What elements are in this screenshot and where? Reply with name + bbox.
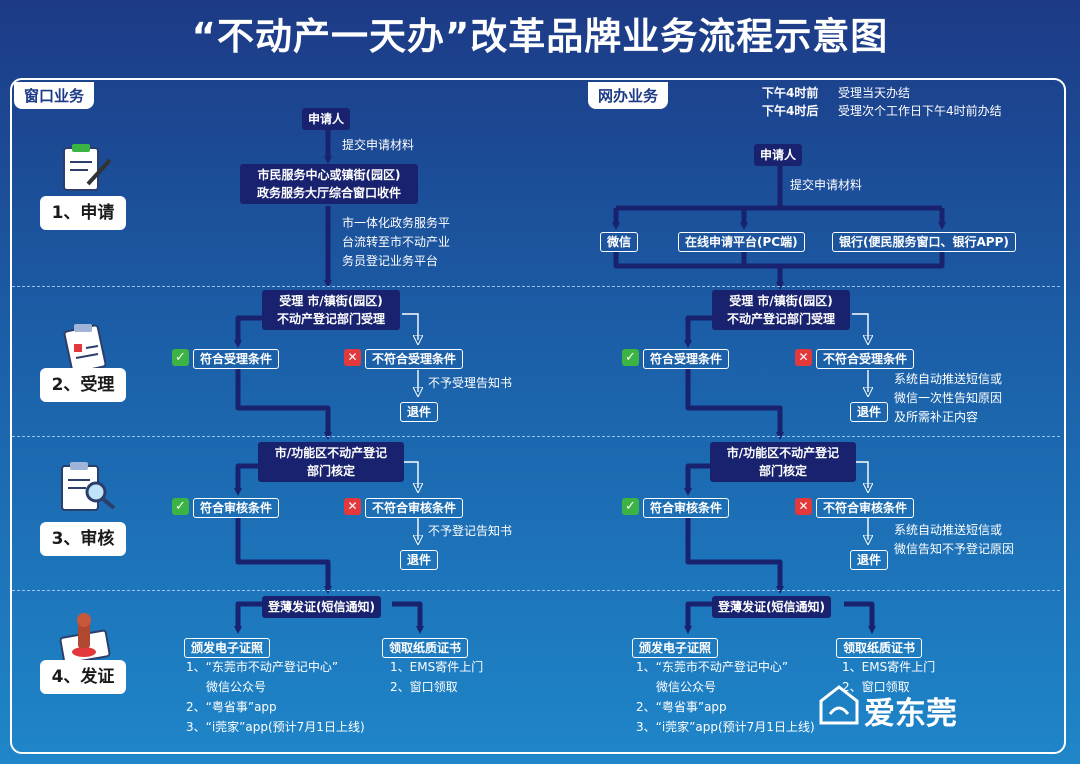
- window-no-accept-note: 不予受理告知书: [428, 376, 513, 390]
- online-arrow-ok-issue: [685, 518, 784, 594]
- online-arrow-accept-ok: [684, 315, 718, 348]
- window-center-box: 市民服务中心或镇街(园区) 政务服务大厅综合窗口收件: [240, 164, 418, 204]
- check-icon: ✓: [622, 498, 639, 515]
- online-channel-wechat: 微信: [600, 232, 639, 252]
- cross-icon: ✕: [795, 498, 812, 515]
- online-ecert-item-3: 2、“粤省事”app: [636, 700, 727, 714]
- online-ecert-item-2: 微信公众号: [656, 680, 717, 694]
- window-no-accept: 不符合受理条件: [365, 349, 464, 369]
- window-outline-arrow-reject1: [402, 313, 418, 340]
- window-paper-item-1: 1、EMS寄件上门: [390, 660, 484, 674]
- online-submit-text: 提交申请材料: [790, 178, 863, 192]
- online-issue-box: 登薄发证(短信通知): [712, 596, 831, 618]
- cross-icon: ✕: [795, 349, 812, 366]
- window-return-1: 退件: [400, 402, 439, 422]
- window-arrow-issue-ecert: [234, 601, 266, 634]
- online-channel-pc: 在线申请平台(PC端): [678, 232, 805, 252]
- check-icon: ✓: [172, 349, 189, 366]
- content-panel: [10, 78, 1066, 754]
- divider-2: [12, 436, 1060, 437]
- cross-icon: ✕: [344, 349, 361, 366]
- online-outline-arrow-reject1: [852, 313, 868, 340]
- window-ecert-item-4: 3、“i莞家”app(预计7月1日上线): [186, 720, 365, 734]
- step-accept: 2、受理: [40, 368, 126, 402]
- aidongguan-logo: 爱东莞: [864, 696, 957, 732]
- window-paper-box: 领取纸质证书: [382, 638, 469, 658]
- time-note-before-text: 受理当天办结: [838, 86, 911, 100]
- window-outline-arrow-reject2: [400, 461, 418, 488]
- window-transfer-text: 市一体化政务服务平 台流转至市不动产业 务员登记业务平台: [342, 216, 451, 268]
- window-arrow-ok-review: [235, 368, 332, 440]
- certificate-seal-icon: [59, 613, 111, 664]
- online-arrow-review-ok: [684, 463, 712, 496]
- divider-1: [12, 286, 1060, 287]
- window-return-2: 退件: [400, 550, 439, 570]
- online-no-accept-note: 系统自动推送短信或 微信一次性告知原因 及所需补正内容: [894, 372, 1003, 424]
- window-submit-text: 提交申请材料: [342, 138, 415, 152]
- online-no-accept: 不符合受理条件: [816, 349, 915, 369]
- step-review: 3、审核: [40, 522, 126, 556]
- time-note-before-label: 下午4时前: [762, 86, 819, 100]
- document-magnifier-icon: [61, 462, 116, 511]
- window-ecert-item-3: 2、“粤省事”app: [186, 700, 277, 714]
- time-note-after-text: 受理次个工作日下午4时前办结: [838, 104, 1002, 118]
- window-ecert-box: 颁发电子证照: [184, 638, 271, 658]
- window-issue-box: 登薄发证(短信通知): [262, 596, 381, 618]
- online-applicant-box: 申请人: [754, 144, 803, 166]
- clipboard-writing-icon: [63, 144, 112, 191]
- window-ok-review: 符合审核条件: [193, 498, 280, 518]
- online-return-2: 退件: [850, 550, 889, 570]
- online-arrow-issue-ecert: [684, 601, 716, 634]
- step-apply: 1、申请: [40, 196, 126, 230]
- online-return-1: 退件: [850, 402, 889, 422]
- window-applicant-box: 申请人: [302, 108, 351, 130]
- page-title: “不动产一天办”改革品牌业务流程示意图: [191, 15, 889, 58]
- online-arrow-merge: [613, 252, 945, 286]
- window-arrow-review-ok: [234, 463, 260, 496]
- online-outline-arrow-reject2: [850, 461, 868, 488]
- window-ecert-item-1: 1、“东莞市不动产登记中心”: [186, 660, 339, 674]
- online-ok-accept: 符合受理条件: [643, 349, 730, 369]
- check-icon: ✓: [622, 349, 639, 366]
- online-arrow-ok-review: [685, 368, 784, 440]
- window-arrow-issue-paper: [392, 601, 424, 634]
- online-business-header: 网办业务: [588, 82, 669, 109]
- online-arrow-issue-paper: [844, 601, 876, 634]
- window-accept-box: 受理 市/镇街(园区) 不动产登记部门受理: [262, 290, 400, 330]
- divider-3: [12, 590, 1060, 591]
- window-arrow-ok-issue: [235, 518, 332, 594]
- window-no-review: 不符合审核条件: [365, 498, 464, 518]
- check-icon: ✓: [172, 498, 189, 515]
- online-paper-item-1: 1、EMS寄件上门: [842, 660, 936, 674]
- window-review-box: 市/功能区不动产登记 部门核定: [258, 442, 404, 482]
- online-ok-review: 符合审核条件: [643, 498, 730, 518]
- cross-icon: ✕: [344, 498, 361, 515]
- online-paper-box: 领取纸质证书: [836, 638, 923, 658]
- online-ecert-item-4: 3、“i莞家”app(预计7月1日上线): [636, 720, 815, 734]
- window-business-header: 窗口业务: [14, 82, 95, 109]
- window-no-review-note: 不予登记告知书: [428, 524, 513, 538]
- window-ecert-item-2: 微信公众号: [206, 680, 267, 694]
- house-logo-icon: [819, 685, 859, 725]
- online-paper-item-2: 2、窗口领取: [842, 680, 910, 694]
- window-paper-item-2: 2、窗口领取: [390, 680, 458, 694]
- online-ecert-box: 颁发电子证照: [632, 638, 719, 658]
- window-ok-accept: 符合受理条件: [193, 349, 280, 369]
- online-accept-box: 受理 市/镇街(园区) 不动产登记部门受理: [712, 290, 850, 330]
- online-channel-bank: 银行(便民服务窗口、银行APP): [832, 232, 1016, 252]
- online-no-review: 不符合审核条件: [816, 498, 915, 518]
- online-no-review-note: 系统自动推送短信或 微信告知不予登记原因: [894, 523, 1015, 556]
- online-arrow-applicant-split: [616, 164, 942, 211]
- step-issue: 4、发证: [40, 660, 126, 694]
- window-arrow-accept-ok: [234, 315, 268, 348]
- online-ecert-item-1: 1、“东莞市不动产登记中心”: [636, 660, 789, 674]
- online-review-box: 市/功能区不动产登记 部门核定: [710, 442, 856, 482]
- clipboard-check-icon: [63, 324, 107, 372]
- time-note-after-label: 下午4时后: [762, 104, 819, 118]
